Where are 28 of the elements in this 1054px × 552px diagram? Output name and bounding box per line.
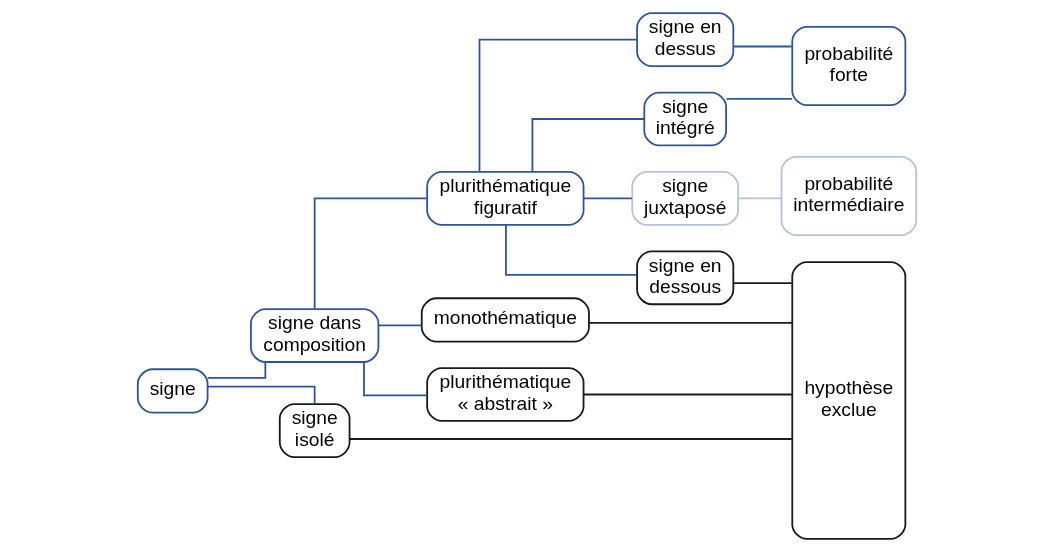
node-box: probabilité intermédiaire xyxy=(780,156,918,236)
connector xyxy=(377,324,423,327)
connector xyxy=(478,38,638,173)
connector xyxy=(348,438,793,440)
node-box: signe en dessus xyxy=(636,12,735,67)
node-box: signe dans composition xyxy=(250,308,380,363)
connector xyxy=(313,197,428,310)
connector xyxy=(363,361,428,397)
connector xyxy=(582,393,794,396)
connector xyxy=(531,118,646,173)
node-box: hypothèse exclue xyxy=(791,261,907,540)
connector xyxy=(582,197,633,200)
connector xyxy=(588,322,793,324)
node-box: probabilité forte xyxy=(791,26,907,107)
connector xyxy=(732,45,793,48)
connector xyxy=(505,224,638,276)
node-box: signe xyxy=(136,368,209,414)
node-box: signe isolé xyxy=(278,403,351,458)
connector xyxy=(725,97,793,100)
node-box: signe en dessous xyxy=(636,250,735,306)
node-box: monothématique xyxy=(420,297,590,343)
connector xyxy=(737,197,782,200)
node-box: plurithématique « abstrait » xyxy=(426,367,585,422)
node-box: plurithématique figuratif xyxy=(426,171,585,226)
connector xyxy=(206,385,316,405)
node-box: signe intégré xyxy=(643,91,727,147)
node-box: signe juxtaposé xyxy=(631,171,740,226)
connector xyxy=(732,282,793,285)
